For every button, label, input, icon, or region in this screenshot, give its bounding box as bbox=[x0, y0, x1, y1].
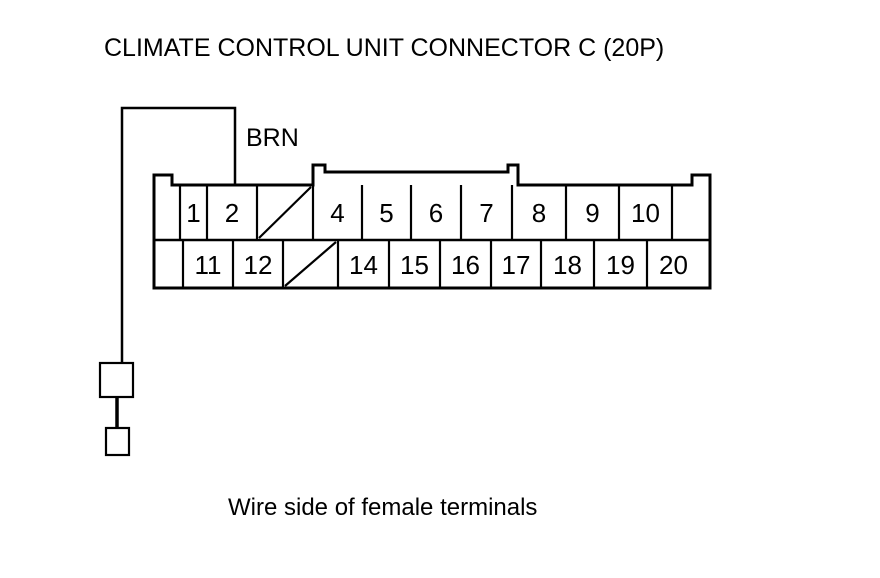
blank-cavity-slash-bottom bbox=[284, 241, 337, 287]
page-title: CLIMATE CONTROL UNIT CONNECTOR C (20P) bbox=[104, 34, 665, 62]
terminal-box-large bbox=[98, 361, 135, 399]
wire-color-label: BRN bbox=[246, 124, 299, 152]
terminal-box-small bbox=[104, 426, 131, 457]
figure-caption: Wire side of female terminals bbox=[228, 494, 538, 521]
brn-wire-path bbox=[115, 106, 237, 428]
bottom-row-dividers bbox=[181, 240, 649, 288]
connector-shell-outline bbox=[152, 163, 712, 290]
top-row-dividers bbox=[178, 185, 674, 240]
blank-cavity-slash-top bbox=[258, 186, 312, 239]
